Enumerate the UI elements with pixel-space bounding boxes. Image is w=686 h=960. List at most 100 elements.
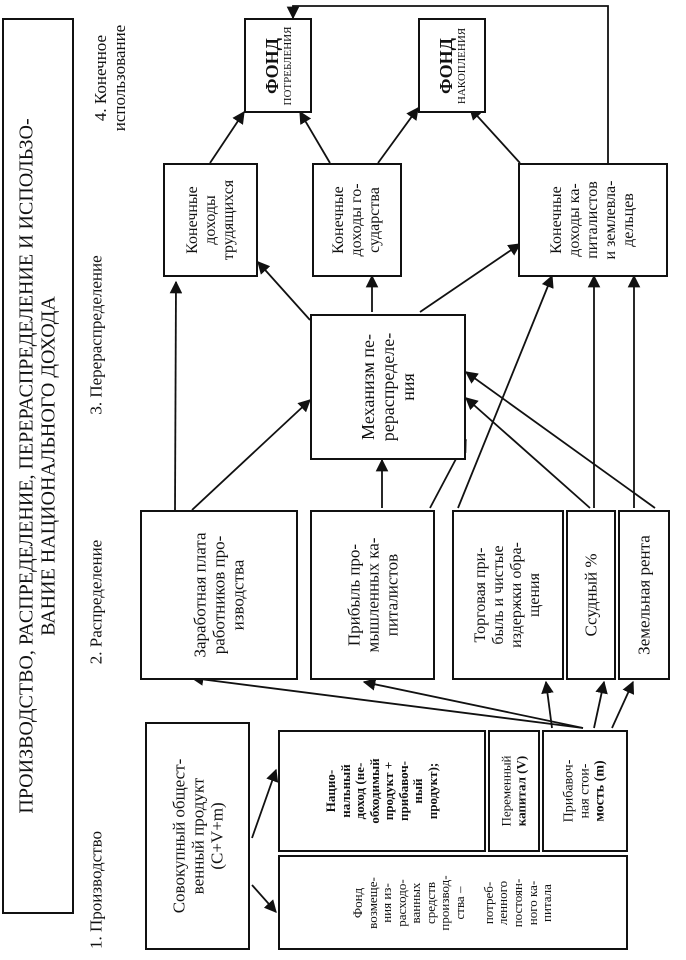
- text-line: Механизм пе-: [357, 334, 378, 440]
- text-line: ванных: [408, 882, 424, 923]
- text-line: щения: [525, 573, 543, 617]
- stage-label-production: 1. Производство: [84, 820, 108, 960]
- text-line: НАКОПЛЕНИЯ: [455, 27, 468, 104]
- title-line: ПРОИЗВОДСТВО, РАСПРЕДЕЛЕНИЕ, ПЕРЕРАСПРЕД…: [15, 118, 38, 814]
- text-line: быль и чистые: [490, 545, 508, 645]
- text-line: (C+V+m): [207, 802, 227, 870]
- text-line: 4. Конечное: [90, 34, 110, 122]
- text-line: трудящихся: [219, 179, 237, 261]
- text-line: Конечные: [183, 186, 201, 254]
- text-line: издержки обра-: [508, 542, 525, 648]
- text-line: Фонд: [350, 887, 366, 918]
- title-box: ПРОИЗВОДСТВО, РАСПРЕДЕЛЕНИЕ, ПЕРЕРАСПРЕД…: [2, 18, 74, 914]
- arrow-to-land-rent: [611, 680, 635, 729]
- text-line: и землевла-: [601, 180, 619, 260]
- text-line: работников про-: [209, 535, 229, 655]
- text-line: продукт +: [381, 761, 396, 821]
- text-line: доход (не-: [351, 762, 367, 820]
- arrow-trade-to-capitalists: [457, 274, 554, 509]
- text-line: производ-: [437, 874, 453, 931]
- total-product-box: Совокупный общест- венный продукт (C+V+m…: [145, 722, 250, 950]
- text-line: ния из-: [379, 882, 395, 923]
- text-line: ФОНД: [435, 37, 456, 94]
- text-line: питала: [539, 883, 555, 922]
- text-line: питалистов: [382, 553, 402, 637]
- text-line: ленного: [495, 880, 511, 925]
- loan-interest-box: Ссудный %: [566, 510, 616, 680]
- text-line: доходы ка-: [566, 183, 584, 257]
- text-line: Конечные: [548, 186, 566, 254]
- state-income-box: Конечные доходы го- сударства: [312, 163, 402, 277]
- compensation-fund-box: Фонд возмеще- ния из- расходо- ванных ср…: [278, 855, 628, 950]
- text-line: ФОНД: [261, 37, 282, 94]
- arrow-state-to-accumulation: [377, 106, 419, 164]
- text-line: 2. Распределение: [86, 539, 106, 665]
- text-line: капитал (V): [513, 755, 528, 827]
- text-line: нальный: [337, 764, 353, 818]
- land-rent-box: Земельная рента: [618, 510, 670, 680]
- stage-label-final-use: 4. Конечное использование: [84, 10, 136, 146]
- text-line: Торговая при-: [472, 547, 490, 643]
- text-line: Совокупный общест-: [168, 758, 188, 914]
- text-line: дельцев: [619, 193, 637, 247]
- arrow-rent-to-mechanism: [464, 371, 656, 509]
- arrow-to-loan-interest: [593, 680, 608, 729]
- text-line: постоян-: [510, 878, 526, 927]
- industrial-profit-box: Прибыль про- мышленных ка- питалистов: [310, 510, 435, 680]
- text-line: Земельная рента: [634, 535, 654, 655]
- arrow-workers-to-consumption: [209, 110, 245, 164]
- text-line: доходы: [201, 195, 219, 245]
- arrow-mechanism-to-capitalists: [419, 243, 522, 313]
- text-line: 1. Производство: [86, 830, 106, 950]
- text-line: изводства: [228, 559, 248, 631]
- text-line: Ссудный %: [581, 553, 601, 637]
- arrow-to-trade-profit: [541, 680, 554, 729]
- text-line: сударства: [365, 187, 383, 253]
- arrow-mechanism-to-workers: [257, 261, 311, 321]
- text-line: Конечные: [330, 186, 348, 254]
- arrow-to-industrial-profit: [362, 678, 584, 729]
- text-line: рераспределе-: [377, 332, 398, 442]
- text-line: ния: [398, 373, 419, 401]
- text-line: венный продукт: [187, 777, 207, 895]
- text-line: Нацио-: [322, 769, 338, 813]
- text-line: прибавоч-: [395, 761, 411, 821]
- text-line: продукт);: [424, 762, 440, 820]
- variable-capital-box: Переменный капитал (V): [488, 730, 540, 852]
- text-line: обходимый: [366, 758, 382, 824]
- text-line: мышленных ка-: [362, 537, 382, 653]
- text-line: средств: [422, 881, 438, 924]
- arrow-total-to-national-income: [251, 768, 279, 839]
- national-income-box: Нацио- нальный доход (не- обходимый прод…: [278, 730, 486, 852]
- surplus-value-box: Прибавоч- ная стои- мость (m): [542, 730, 628, 852]
- trade-profit-box: Торговая при- быль и чистые издержки обр…: [452, 510, 564, 680]
- title-line: ВАНИЕ НАЦИОНАЛЬНОГО ДОХОДА: [38, 296, 60, 636]
- text-line: ства –: [452, 886, 467, 919]
- wages-box: Заработная плата работников про- изводст…: [140, 510, 298, 680]
- arrow-wages-to-mechanism: [191, 399, 311, 511]
- text-line: [468, 858, 483, 948]
- text-line: расходо-: [393, 878, 409, 927]
- mechanism-box: Механизм пе- рераспределе- ния: [310, 314, 466, 460]
- arrow-capitalists-to-accumulation: [469, 107, 521, 164]
- text-line: потреб-: [481, 881, 497, 924]
- text-line: Прибыль про-: [343, 543, 363, 647]
- arrow-to-wages: [190, 673, 584, 729]
- arrow-state-to-consumption: [299, 110, 331, 164]
- text-line: использование: [110, 24, 129, 132]
- text-line: доходы го-: [348, 183, 366, 257]
- text-line: ный: [410, 778, 426, 804]
- text-line: возмеще-: [364, 876, 380, 929]
- text-line: питалистов: [584, 181, 602, 259]
- text-line: ПОТРЕБЛЕНИЯ: [281, 26, 294, 105]
- text-line: 3. Перераспределение: [86, 255, 106, 415]
- text-line: Прибавоч-: [561, 759, 577, 823]
- text-line: ного ка-: [524, 880, 540, 925]
- accumulation-fund-box: ФОНД НАКОПЛЕНИЯ: [418, 18, 486, 113]
- text-line: мость (m): [592, 760, 608, 822]
- stage-label-redistribution: 3. Перераспределение: [84, 240, 108, 430]
- text-line: Заработная плата: [190, 532, 210, 658]
- text-line: Переменный: [498, 755, 514, 827]
